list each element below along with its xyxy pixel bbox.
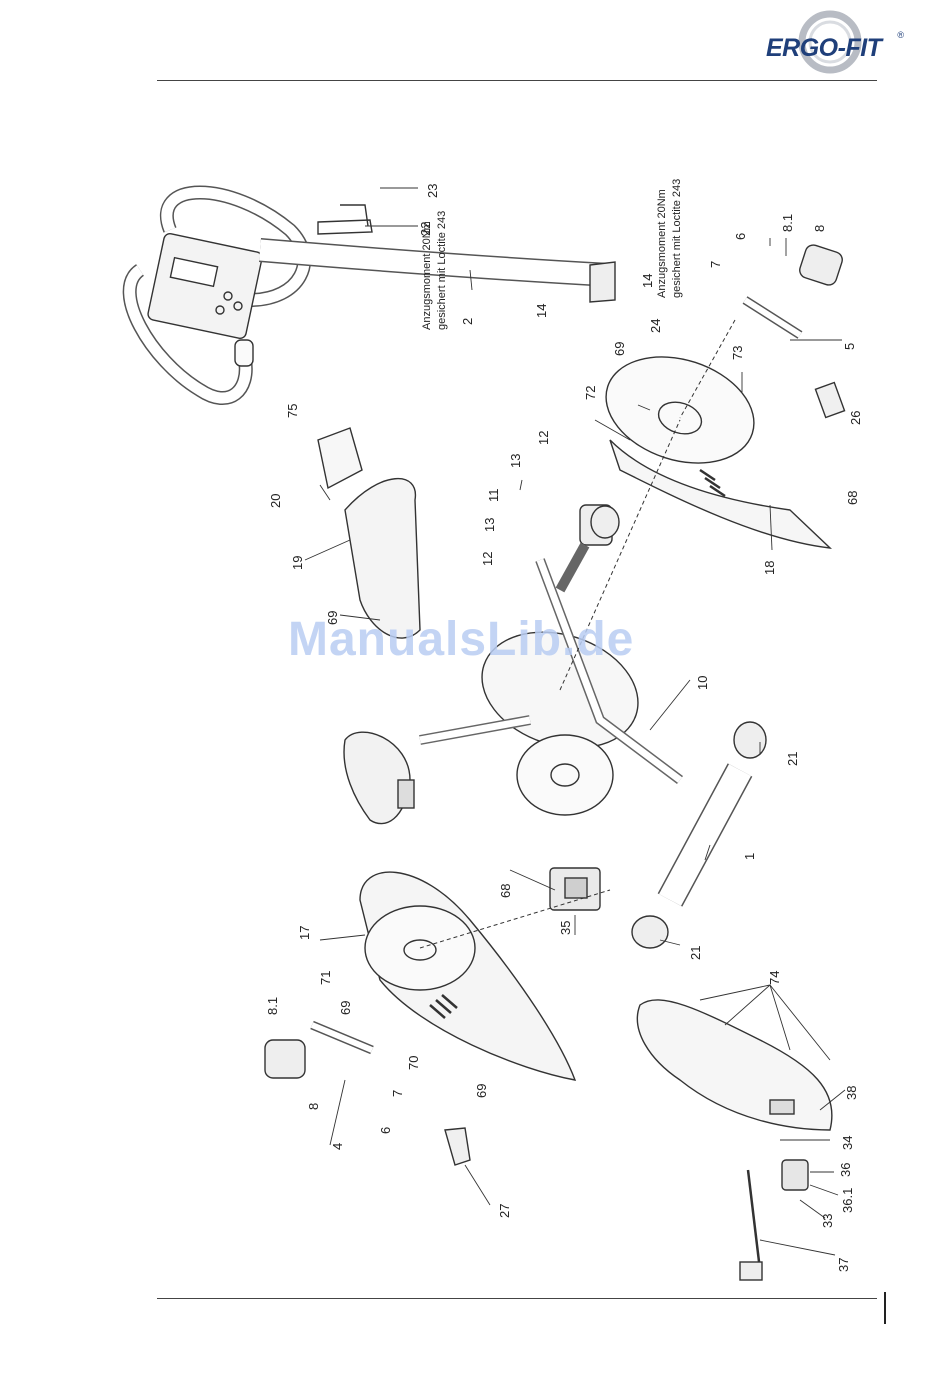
part-label: 72 xyxy=(583,386,598,400)
part-label: 36 xyxy=(838,1163,853,1177)
part-label: 18 xyxy=(762,561,777,575)
part-label: 27 xyxy=(497,1204,512,1218)
part-label: 73 xyxy=(730,346,745,360)
magnet-unit xyxy=(550,868,600,910)
part-label: 8 xyxy=(306,1103,321,1110)
torque-note-b-line-1: Anzugsmoment 20Nm xyxy=(655,98,670,298)
part-label: 5 xyxy=(842,343,857,350)
handlebar-assembly xyxy=(130,193,304,399)
part-label: 17 xyxy=(297,926,312,940)
part-label: 8.1 xyxy=(265,997,280,1015)
part-label: 74 xyxy=(767,971,782,985)
part-label: 26 xyxy=(848,411,863,425)
part-label: 21 xyxy=(785,752,800,766)
part-label: 6 xyxy=(733,233,748,240)
part-label: 2 xyxy=(460,318,475,325)
part-label: 69 xyxy=(612,342,627,356)
part-label: 7 xyxy=(390,1090,405,1097)
front-cover xyxy=(637,1000,832,1130)
part-label: 8.1 xyxy=(780,214,795,232)
part-label: 69 xyxy=(338,1001,353,1015)
part-label: 1 xyxy=(742,853,757,860)
part-label: 35 xyxy=(558,921,573,935)
part-label: 24 xyxy=(648,319,663,333)
part-label: 11 xyxy=(486,489,501,503)
part-label: 12 xyxy=(536,431,551,445)
part-label: 12 xyxy=(480,552,495,566)
torque-note-b: Anzugsmoment 20Nm gesichert mit Loctite … xyxy=(655,98,685,298)
part-label: 68 xyxy=(845,491,860,505)
part-label: 14 xyxy=(640,274,655,288)
right-crank-pedal xyxy=(745,243,844,335)
part-label: 71 xyxy=(318,971,333,985)
part-label: 14 xyxy=(534,304,549,318)
part-label: 70 xyxy=(406,1056,421,1070)
left-crank-pedal xyxy=(265,1025,372,1078)
watermark: ManualsLib.de xyxy=(288,612,634,667)
part-label: 23 xyxy=(425,184,440,198)
part-label: 6 xyxy=(378,1127,393,1134)
part-label: 37 xyxy=(836,1258,851,1272)
part-label: 68 xyxy=(498,884,513,898)
right-cover xyxy=(592,339,830,548)
part-label: 10 xyxy=(695,676,710,690)
end-cap-27 xyxy=(445,1128,470,1165)
torque-note-b-line-2: gesichert mit Loctite 243 xyxy=(670,98,685,298)
part-label: 8 xyxy=(812,225,827,232)
part-label: 13 xyxy=(508,454,523,468)
part-label: 20 xyxy=(268,494,283,508)
left-cover xyxy=(360,872,575,1080)
power-socket-and-cable xyxy=(740,1160,808,1280)
part-label: 75 xyxy=(285,404,300,418)
part-label: 36.1 xyxy=(840,1188,855,1213)
part-label: 21 xyxy=(688,946,703,960)
part-label: 4 xyxy=(330,1143,345,1150)
torque-note-a-line-2: gesichert mit Loctite 243 xyxy=(435,130,450,330)
bottle-holder xyxy=(318,205,372,234)
end-cap-26 xyxy=(815,382,844,417)
part-label: 34 xyxy=(840,1136,855,1150)
part-label: 33 xyxy=(820,1214,835,1228)
part-label: 7 xyxy=(708,261,723,268)
column-cover xyxy=(318,428,420,638)
part-label: 19 xyxy=(290,556,305,570)
saddle xyxy=(344,732,414,823)
part-label: 22 xyxy=(418,222,433,236)
part-label: 13 xyxy=(482,518,497,532)
part-label: 38 xyxy=(844,1086,859,1100)
part-label: 69 xyxy=(474,1084,489,1098)
